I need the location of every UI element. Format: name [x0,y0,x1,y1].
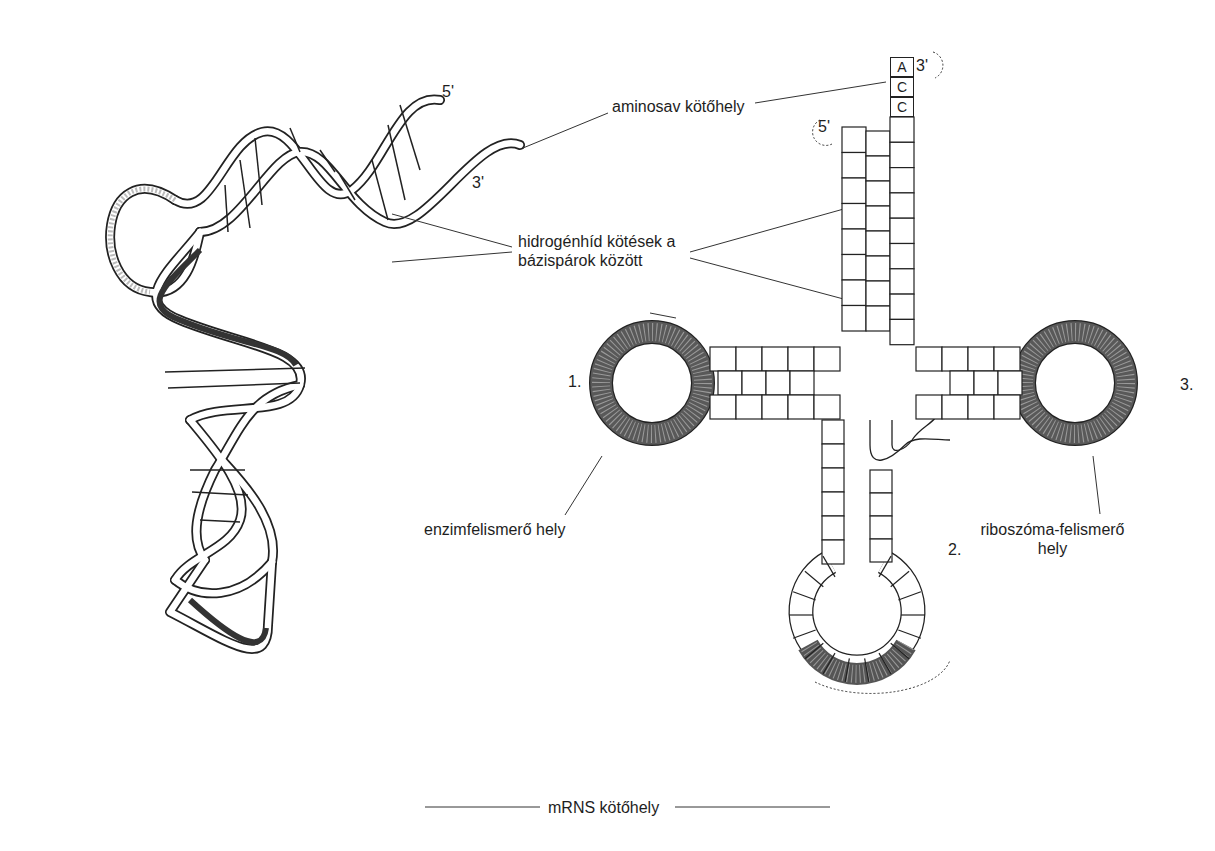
base-square [842,204,866,230]
base-box: C [890,77,914,97]
end-label: 3' [472,173,484,192]
loop-tick [793,592,816,600]
base-square [890,294,914,319]
base-square [994,347,1020,371]
base-square [736,395,762,419]
base-letter: C [897,99,907,115]
leader-lines [392,52,1100,807]
base-square [916,395,942,419]
base-square [842,178,866,204]
callout-number: 1. [568,372,581,391]
loop-tick [901,614,925,615]
base-square [788,347,814,371]
base-square [866,206,890,231]
loop-tick [898,592,921,600]
base-square [814,395,840,419]
base-square [870,493,892,516]
loop-tick [845,658,849,682]
base-square [842,153,866,179]
base-square [890,193,914,218]
base-square [842,255,866,281]
base-square [710,347,736,371]
trna-3d-model [110,99,520,649]
base-square [866,156,890,181]
base-box: C [890,97,914,117]
base-square [950,371,974,395]
loop-tick [898,630,921,638]
loop-tick [891,643,909,658]
base-square [842,229,866,255]
base-square [916,347,942,371]
base-square [866,131,890,156]
base-square [822,516,844,540]
site-label: enzimfelismerő hely [424,520,565,539]
base-square [866,231,890,256]
base-square [762,347,788,371]
base-square [994,395,1020,419]
loop-tick [823,653,835,674]
base-square [870,516,892,539]
base-square [736,347,762,371]
base-square [890,218,914,243]
end-label: 3' [916,56,928,75]
callout-number: 3. [1180,375,1193,394]
loop-tick [891,571,909,586]
callout-number: 2. [948,540,961,559]
base-square [814,347,840,371]
base-square [842,306,866,332]
base-square [766,371,790,395]
base-square [788,395,814,419]
end-label: 5' [442,82,454,101]
base-square [870,470,892,493]
base-square [942,347,968,371]
base-square [890,319,914,344]
base-square [790,371,814,395]
base-square [890,244,914,269]
base-square [968,395,994,419]
base-square [822,468,844,492]
base-square [710,395,736,419]
base-square [866,256,890,281]
base-square [842,127,866,153]
end-label: 5' [818,117,830,136]
base-square [866,306,890,331]
site-label: mRNS kötőhely [548,798,659,817]
site-label: riboszóma-felismerő hely [965,520,1140,558]
base-square [890,168,914,193]
base-square [890,269,914,294]
base-square [866,281,890,306]
base-letter: C [897,79,907,95]
loop-tick [789,614,813,615]
base-square [718,371,742,395]
loop-tick [879,653,891,674]
loop-tick [793,630,816,638]
loop-tick [823,556,835,577]
site-label: aminosav kötőhely [612,97,745,116]
base-square [890,117,914,142]
base-square [742,371,766,395]
base-square [842,280,866,306]
base-square [870,539,892,562]
base-square [968,347,994,371]
bond-label: hidrogénhíd kötések a bázispárok között [518,232,698,270]
base-square [762,395,788,419]
base-square [890,142,914,167]
loop-tick [805,571,823,586]
base-letter: A [897,59,906,75]
base-square [998,371,1022,395]
base-square [974,371,998,395]
loop-tick [879,556,891,577]
base-box: A [890,57,914,77]
base-square [822,492,844,516]
base-square [942,395,968,419]
loop-tick [805,643,823,658]
loop-tick [865,658,869,682]
base-square [822,444,844,468]
base-square [822,420,844,444]
trna-cloverleaf [601,117,1126,682]
base-square [866,181,890,206]
